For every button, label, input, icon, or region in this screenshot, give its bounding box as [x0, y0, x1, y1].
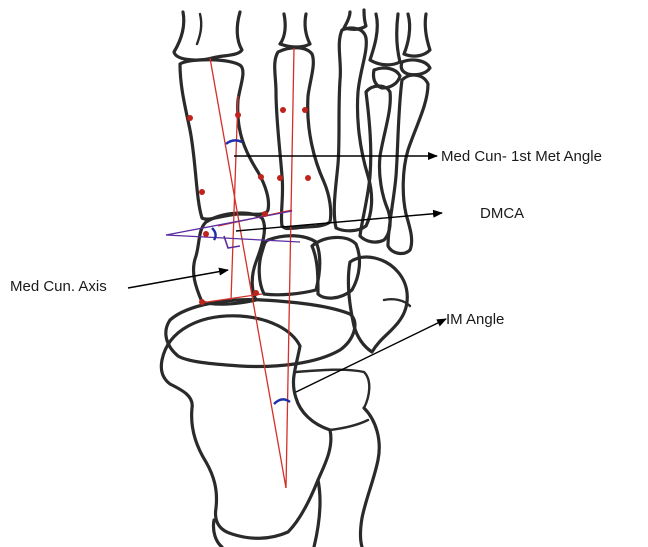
landmark-point	[199, 299, 205, 305]
label-dmca: DMCA	[480, 205, 524, 222]
first-proximal-phalanx	[174, 12, 242, 60]
talus-lateral-contour	[296, 370, 369, 408]
label-med-cun-axis: Med Cun. Axis	[10, 278, 107, 295]
landmark-point	[262, 211, 268, 217]
fifth-toe-phalanx	[404, 14, 430, 56]
medial-cuneiform	[194, 213, 265, 304]
landmark-point	[253, 290, 259, 296]
calcaneus	[361, 408, 380, 547]
talus	[161, 316, 331, 538]
third-toe-phalanx	[344, 10, 366, 29]
second-metatarsal-axis	[286, 48, 294, 488]
axis-lines	[200, 48, 294, 488]
med-cun-1st-met-angle-arc	[226, 140, 242, 144]
fifth-toe-middle	[401, 60, 430, 75]
landmark-point	[187, 115, 193, 121]
landmark-point	[258, 174, 264, 180]
label-med-cun-1st-met-angle: Med Cun- 1st Met Angle	[441, 148, 602, 165]
im-angle-arrow	[296, 319, 446, 392]
med-cun-axis-arrow	[128, 270, 228, 288]
navicular	[166, 300, 355, 367]
fourth-toe-phalanx	[370, 14, 400, 65]
medial-cuneiform-axis	[231, 96, 238, 300]
dmca-angle-arc	[212, 228, 216, 240]
first-phalanx-inner-contour	[197, 14, 201, 44]
label-im-angle: IM Angle	[446, 311, 504, 328]
landmark-point	[277, 175, 283, 181]
landmark-point	[302, 107, 308, 113]
landmark-point	[305, 175, 311, 181]
calcaneus-inner-contour	[330, 420, 368, 430]
landmark-point	[235, 112, 241, 118]
first-metatarsal-axis	[210, 58, 286, 488]
landmark-point	[199, 189, 205, 195]
second-metatarsal	[275, 48, 331, 229]
landmark-point	[203, 231, 209, 237]
second-proximal-phalanx	[280, 14, 310, 47]
fifth-metatarsal	[388, 75, 428, 253]
bone-outlines	[161, 10, 430, 547]
fourth-toe-middle	[373, 68, 400, 88]
landmark-point	[280, 107, 286, 113]
